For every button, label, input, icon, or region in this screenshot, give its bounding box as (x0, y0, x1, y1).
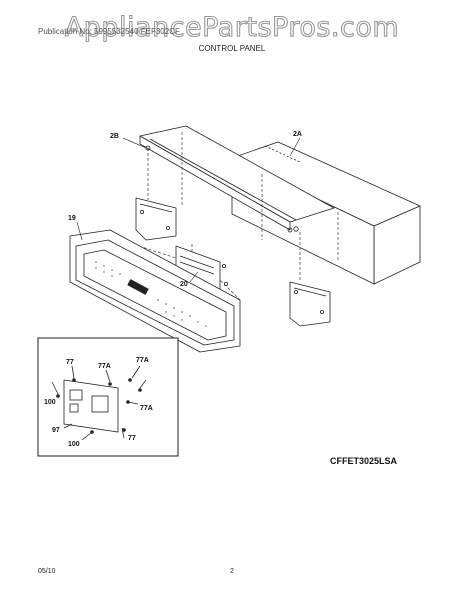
watermark-logo: AppliancePartsPros.com (64, 11, 400, 43)
inset-callout-77a-upper: 77A (98, 363, 111, 370)
callout-2a: 2A (293, 131, 302, 138)
callout-2b: 2B (110, 133, 119, 140)
inset-callout-100-left: 100 (44, 399, 56, 406)
inset-callout-100-bottom: 100 (68, 441, 80, 448)
inset-callout-97: 97 (52, 427, 60, 434)
screw-detail-inset (37, 337, 179, 457)
publication-header: Publication No: 5995532540 FEF302CF (38, 27, 180, 36)
leader-lines (76, 137, 301, 283)
right-side-bracket (289, 281, 331, 327)
callout-20: 20 (180, 281, 188, 288)
inset-callout-77-top: 77 (66, 359, 74, 366)
page-title: CONTROL PANEL (198, 44, 266, 53)
inset-callout-77a-right: 77A (136, 357, 149, 364)
callout-19: 19 (68, 215, 76, 222)
back-bracket (139, 125, 335, 233)
inset-callout-77a-mid: 77A (140, 405, 153, 412)
left-side-bracket (135, 197, 177, 241)
inset-callout-77-bottom: 77 (128, 435, 136, 442)
control-panel-fascia (69, 229, 241, 353)
model-code: CFFET3025LSA (330, 456, 398, 466)
footer-date: 05/10 (38, 568, 56, 575)
footer-page-number: 2 (230, 568, 234, 575)
